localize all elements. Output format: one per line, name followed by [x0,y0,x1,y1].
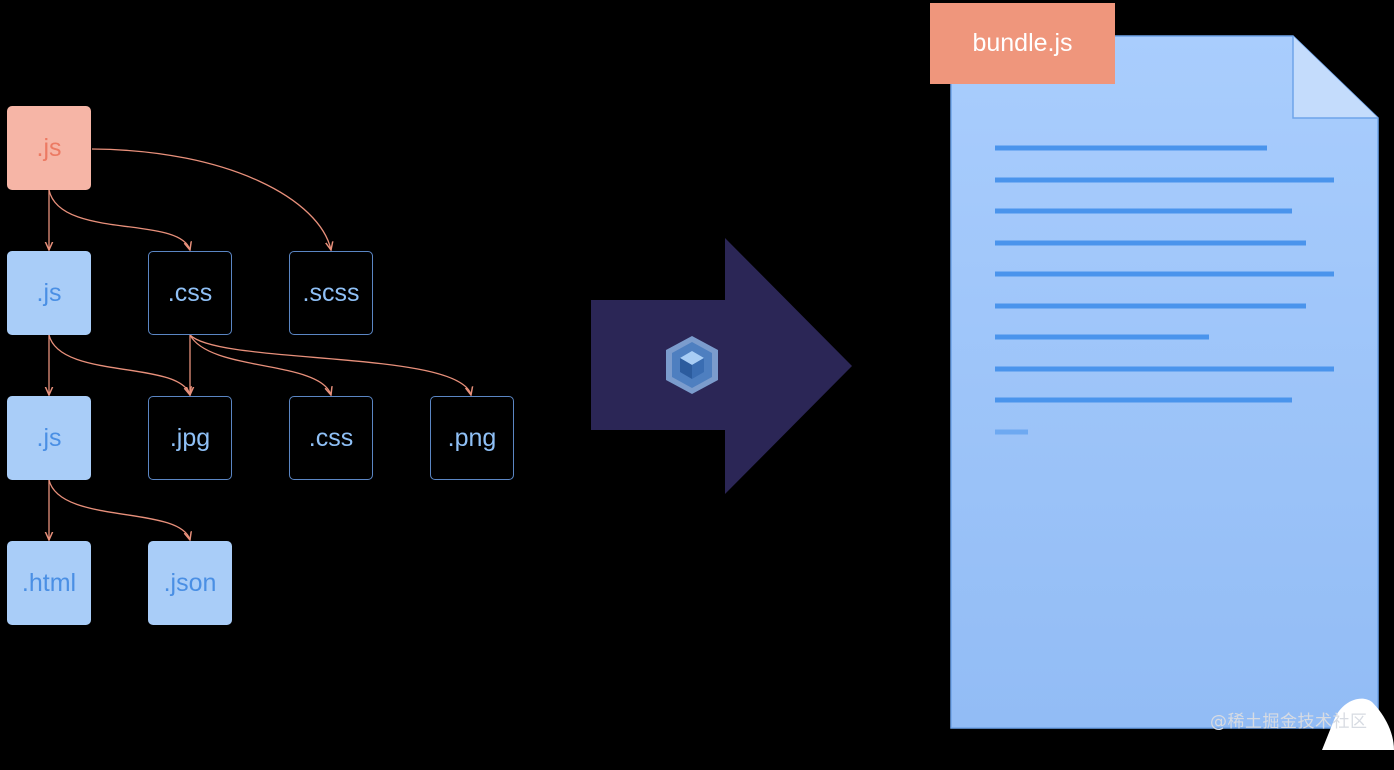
webpack-cube-icon [666,336,718,394]
png-asset: .png [430,396,514,480]
bundle-document [950,35,1379,729]
edge-css-to-png [189,334,471,395]
html-module: .html [7,541,91,625]
scss-module: .scss [289,251,373,335]
jpg-asset: .jpg [148,396,232,480]
dependency-edges [0,148,1394,750]
js-module-nested: .js [7,396,91,480]
edge-entry-to-css [48,189,190,250]
json-module: .json [148,541,232,625]
js-module: .js [7,251,91,335]
css-module: .css [148,251,232,335]
entry-js-module: .js [7,106,91,190]
edge-entry-to-scss [91,148,331,250]
edge-js-to-json [48,479,190,540]
bundle-arrow [591,238,852,494]
watermark: @稀土掘金技术社区 [1210,712,1368,732]
edge-js-to-jpg [48,334,190,395]
arrow-shape [591,238,852,494]
edge-css-to-css [189,334,331,395]
css-module-nested: .css [289,396,373,480]
bundle-filename-tab: bundle.js [930,3,1115,84]
document-fold [1292,36,1378,119]
document-page [950,35,1379,729]
bundling-diagram: .js .js .css .scss .js .jpg .css .png .h… [0,3,1394,750]
corner-overlay [1322,698,1394,750]
